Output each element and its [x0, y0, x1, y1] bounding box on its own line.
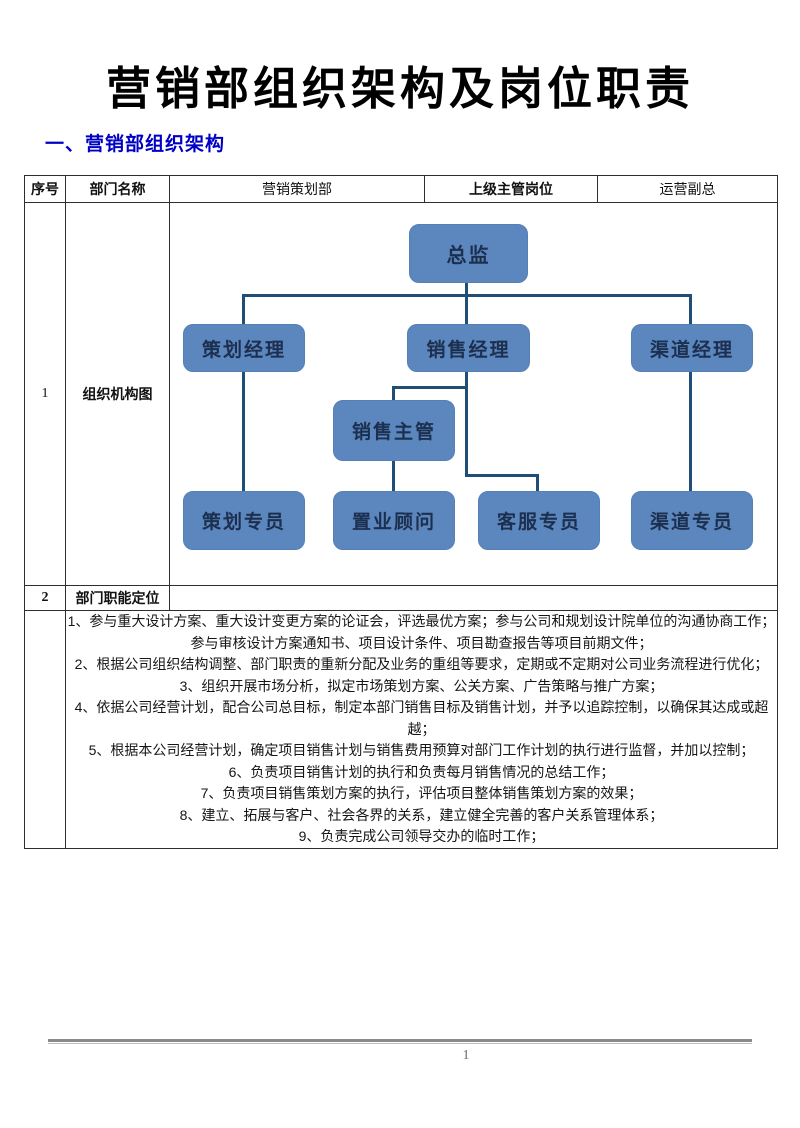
connector-line [465, 474, 539, 477]
footer-rule-thin-line [48, 1043, 752, 1044]
org-node-sales-manager: 销售经理 [407, 324, 530, 372]
connector-line [242, 294, 245, 324]
empty-index-cell [24, 610, 66, 849]
header-cell-dept-value: 营销策划部 [169, 175, 425, 203]
row-label: 组织机构图 [65, 202, 170, 586]
table-row-org-chart: 1 组织机构图 总监策划经理 销售经理 渠道经理销售主管策划专员置业顾问客服专员渠道… [24, 202, 778, 586]
header-cell-dept-name: 部门名称 [65, 175, 170, 203]
responsibility-item: 1、参与重大设计方案、重大设计变更方案的论证会，评选最优方案；参与公司和规划设计… [67, 613, 776, 651]
responsibility-item: 5、根据本公司经营计划，确定项目销售计划与销售费用预算对部门工作计划的执行进行监… [88, 742, 755, 758]
connector-line [689, 294, 692, 324]
connector-line [689, 370, 692, 491]
responsibility-item: 2、根据公司组织结构调整、部门职责的重新分配及业务的重组等要求，定期或不定期对公… [74, 656, 769, 672]
responsibility-list-cell: 1、参与重大设计方案、重大设计变更方案的论证会，评选最优方案；参与公司和规划设计… [65, 610, 778, 849]
footer-rule [48, 1039, 752, 1044]
header-cell-supervisor-value: 运营副总 [597, 175, 778, 203]
connector-line [536, 474, 539, 491]
org-node-channel-manager: 渠道经理 [631, 324, 753, 372]
connector-line [465, 370, 468, 477]
org-chart-cell: 总监策划经理 销售经理 渠道经理销售主管策划专员置业顾问客服专员渠道专员 [169, 202, 778, 586]
org-node-planning-manager: 策划经理 [183, 324, 305, 372]
table-row-responsibilities: 1、参与重大设计方案、重大设计变更方案的论证会，评选最优方案；参与公司和规划设计… [24, 610, 778, 849]
org-node-director: 总监 [409, 224, 528, 283]
responsibility-list: 1、参与重大设计方案、重大设计变更方案的论证会，评选最优方案；参与公司和规划设计… [66, 611, 777, 848]
connector-line [392, 459, 395, 491]
table-row-function: 2 部门职能定位 [24, 585, 778, 611]
section-heading: 一、营销部组织架构 [45, 134, 226, 155]
org-node-customer-service-specialist: 客服专员 [478, 491, 600, 550]
connector-line [465, 294, 468, 324]
connector-line [392, 386, 468, 389]
org-chart: 总监策划经理 销售经理 渠道经理销售主管策划专员置业顾问客服专员渠道专员 [170, 203, 777, 585]
org-node-property-consultant: 置业顾问 [333, 491, 455, 550]
footer-rule-thick-line [48, 1039, 752, 1042]
org-node-sales-supervisor: 销售主管 [333, 400, 455, 461]
empty-cell [169, 585, 778, 611]
connector-line [392, 386, 395, 400]
org-node-planning-specialist: 策划专员 [183, 491, 305, 550]
row-index: 1 [24, 202, 66, 586]
row-label: 部门职能定位 [65, 585, 170, 611]
page-number: 1 [462, 1048, 470, 1063]
connector-line [242, 370, 245, 491]
table-header-row: 序号 部门名称 营销策划部 上级主管岗位 运营副总 [24, 175, 778, 203]
responsibility-item: 4、依据公司经营计划，配合公司总目标，制定本部门销售目标及销售计划，并予以追踪控… [74, 699, 769, 737]
responsibility-item: 7、负责项目销售策划方案的执行，评估项目整体销售策划方案的效果； [200, 785, 643, 801]
responsibility-item: 8、建立、拓展与客户、社会各界的关系，建立健全完善的客户关系管理体系； [179, 806, 664, 823]
row-index: 2 [24, 585, 66, 611]
responsibility-item: 6、负责项目销售计划的执行和负责每月销售情况的总结工作； [228, 763, 615, 780]
page-title: 营销部组织架构及岗位职责 [105, 63, 694, 114]
connector-line [465, 281, 468, 295]
org-node-channel-specialist: 渠道专员 [631, 491, 753, 550]
org-structure-table: 序号 部门名称 营销策划部 上级主管岗位 运营副总 1 组织机构图 总监策划经理… [24, 175, 778, 849]
responsibility-item: 9、负责完成公司领导交办的临时工作； [298, 828, 545, 844]
responsibility-item: 3、组织开展市场分析，拟定市场策划方案、公关方案、广告策略与推广方案； [179, 677, 664, 694]
header-cell-supervisor: 上级主管岗位 [424, 175, 598, 203]
header-cell-index: 序号 [24, 175, 66, 203]
